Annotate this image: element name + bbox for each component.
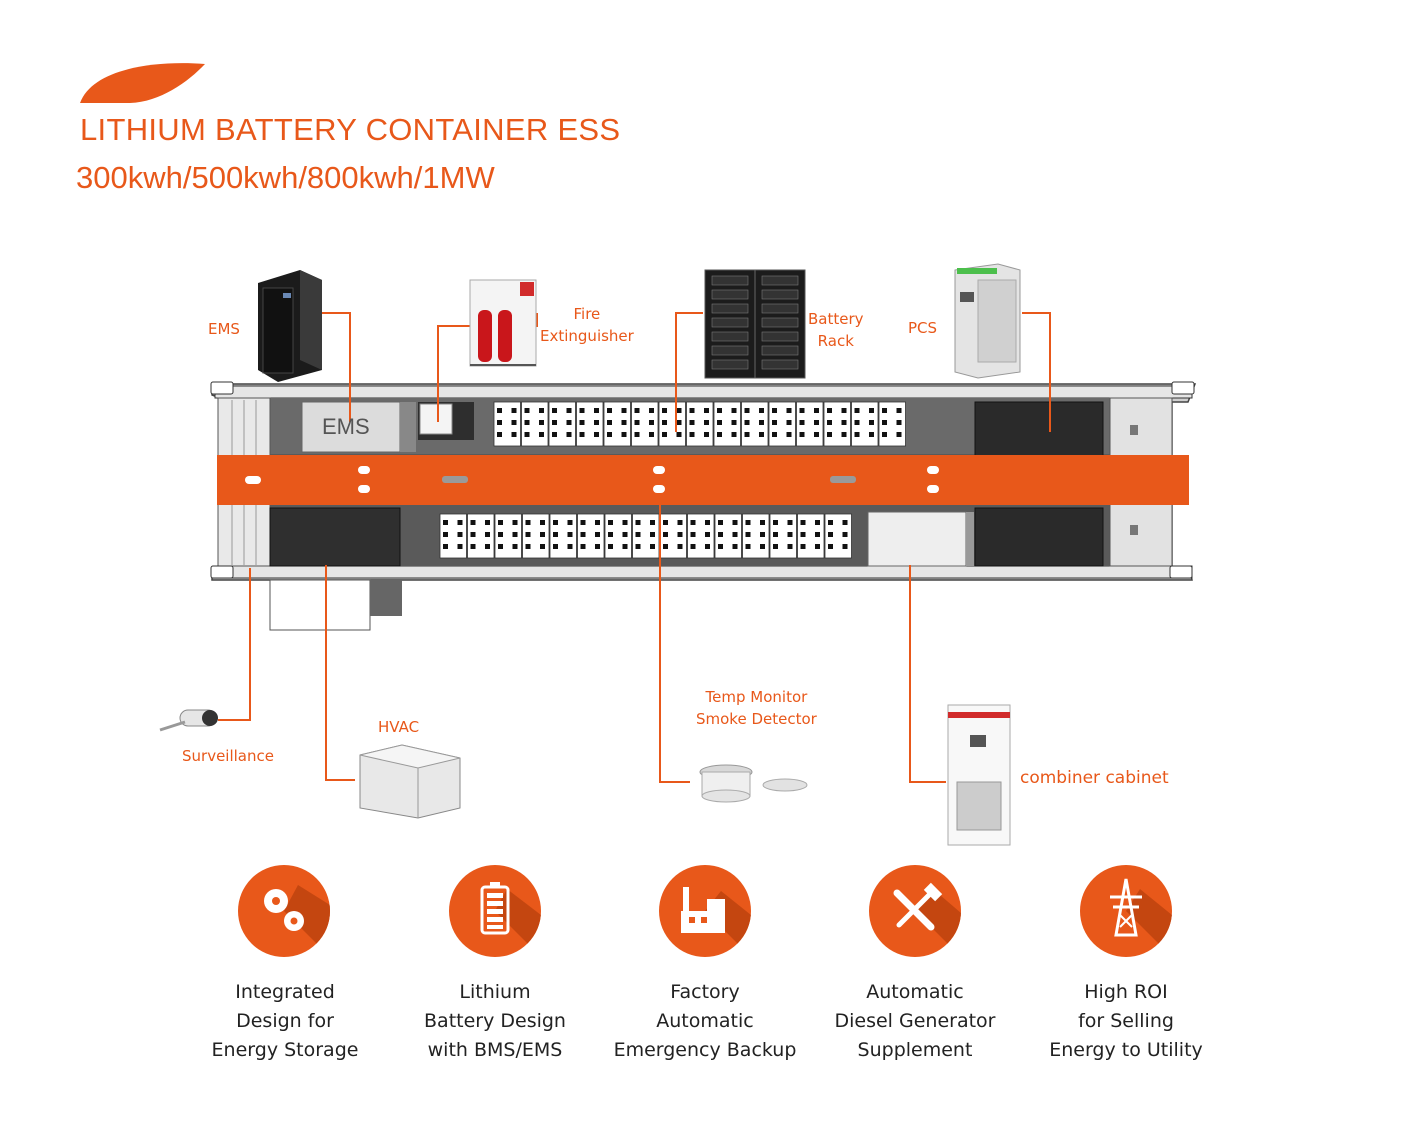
label-pcs: PCS — [908, 319, 938, 337]
feature-icon-4 — [869, 865, 961, 957]
ems-box-label: EMS — [322, 414, 370, 439]
battery-racks-bottom — [439, 513, 852, 559]
battery-racks-top — [493, 401, 906, 447]
feature-icon-2 — [449, 865, 541, 957]
rack-slot — [711, 359, 749, 370]
pcs-cabinet-in-container — [974, 401, 1104, 457]
feature-3-line-2: Automatic — [656, 1010, 754, 1032]
external-hvac-unit — [269, 579, 402, 631]
hvac-unit-in-container — [269, 507, 401, 567]
feature-4-line-3: Supplement — [857, 1039, 973, 1061]
label-temp-line-1: Temp Monitor — [705, 688, 808, 706]
label-fire-line-1: Fire — [573, 305, 601, 323]
feature-5-line-2: for Selling — [1078, 1010, 1174, 1032]
rack-slot — [761, 359, 799, 370]
feature-2-line-2: Battery Design — [424, 1010, 566, 1032]
smoke-detector-image — [699, 764, 808, 803]
surveillance-camera-image — [159, 709, 218, 732]
label-battery-line-2: Rack — [817, 332, 854, 350]
transformer-in-container — [974, 507, 1104, 567]
fire-extinguisher-image — [469, 279, 537, 367]
gears-icon — [264, 885, 330, 957]
feature-icon-3 — [659, 865, 751, 957]
container-orange-band — [217, 455, 1189, 505]
feature-3-line-1: Factory — [670, 981, 740, 1003]
label-surveillance: Surveillance — [182, 747, 274, 765]
feature-text-2: Lithium Battery Design with BMS/EMS — [390, 978, 600, 1065]
feature-text-4: Automatic Diesel Generator Supplement — [810, 978, 1020, 1065]
rack-slot — [761, 275, 799, 286]
rack-slot — [711, 303, 749, 314]
tools-icon — [893, 882, 961, 957]
battery-icon — [480, 882, 541, 957]
label-battery-rack: Battery Rack — [808, 308, 864, 352]
rack-slot — [761, 303, 799, 314]
rack-slot — [711, 289, 749, 300]
feature-4-line-1: Automatic — [866, 981, 964, 1003]
rack-slot — [761, 289, 799, 300]
feature-4-line-2: Diesel Generator — [834, 1010, 996, 1032]
rack-slot — [711, 317, 749, 328]
label-fire-line-2: Extinguisher — [540, 327, 634, 345]
feature-icon-1 — [238, 865, 330, 957]
feature-5-line-3: Energy to Utility — [1049, 1039, 1203, 1061]
feature-3-line-3: Emergency Backup — [613, 1039, 797, 1061]
rack-slot — [761, 331, 799, 342]
combiner-cabinet-image — [947, 704, 1011, 846]
label-ems: EMS — [208, 320, 240, 338]
feature-2-line-3: with BMS/EMS — [427, 1039, 563, 1061]
rack-slot — [711, 345, 749, 356]
fire-box-in-container — [418, 402, 474, 440]
combiner-box-in-container — [867, 511, 967, 567]
feature-1-line-2: Design for — [236, 1010, 334, 1032]
label-combiner-cabinet: combiner cabinet — [1020, 768, 1169, 788]
feature-5-line-1: High ROI — [1084, 981, 1168, 1003]
feature-icon-5 — [1080, 865, 1172, 957]
rack-slot — [761, 317, 799, 328]
feature-1-line-3: Energy Storage — [211, 1039, 359, 1061]
feature-text-5: High ROI for Selling Energy to Utility — [1021, 978, 1231, 1065]
power-tower-icon — [1110, 878, 1172, 957]
page-title: LITHIUM BATTERY CONTAINER ESS — [80, 112, 621, 147]
rack-slot — [711, 275, 749, 286]
battery-rack-modules — [711, 275, 799, 370]
label-temp-smoke: Temp Monitor Smoke Detector — [696, 686, 817, 730]
rack-slot — [711, 331, 749, 342]
label-temp-line-2: Smoke Detector — [696, 710, 817, 728]
hvac-outdoor-unit-image — [359, 744, 461, 819]
label-fire-extinguisher: Fire Extinguisher — [540, 303, 634, 347]
page-subtitle: 300kwh/500kwh/800kwh/1MW — [76, 160, 495, 195]
label-battery-line-1: Battery — [808, 310, 864, 328]
ems-cabinet-image — [258, 270, 322, 382]
factory-icon — [681, 887, 751, 957]
label-hvac: HVAC — [378, 718, 420, 736]
feature-1-line-1: Integrated — [235, 981, 335, 1003]
rack-slot — [761, 345, 799, 356]
pcs-cabinet-image — [954, 263, 1021, 379]
feature-text-1: Integrated Design for Energy Storage — [180, 978, 390, 1065]
feature-2-line-1: Lithium — [459, 981, 531, 1003]
feature-text-3: Factory Automatic Emergency Backup — [600, 978, 810, 1065]
